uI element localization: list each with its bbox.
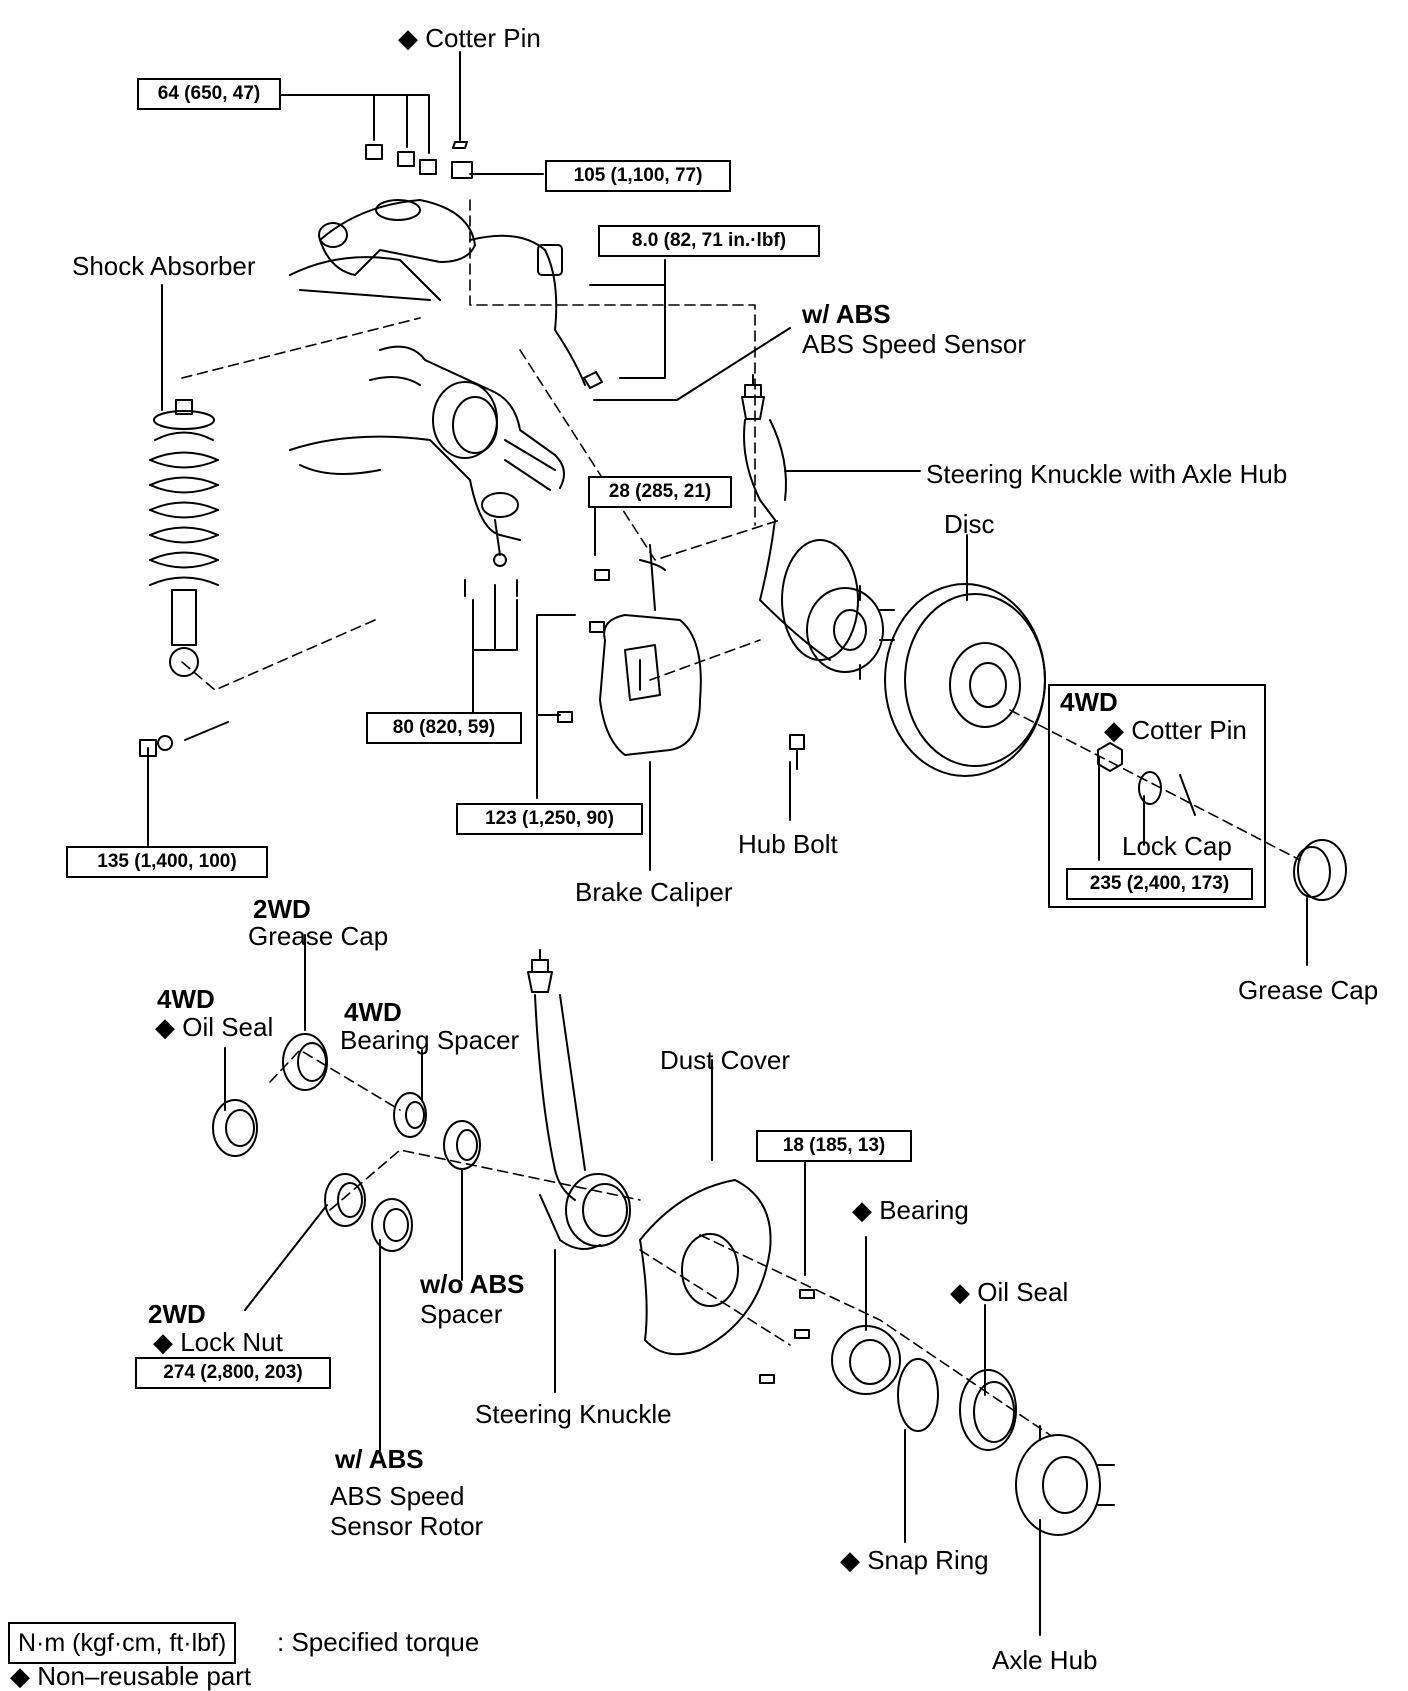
label-lock-nut: ◆ Lock Nut — [153, 1327, 283, 1357]
label-oil-seal-left: ◆ Oil Seal — [155, 1012, 274, 1042]
label-snap-ring: ◆ Snap Ring — [840, 1545, 989, 1575]
torque-274: 274 (2,800, 203) — [135, 1357, 331, 1389]
knuckle-with-hub — [741, 374, 895, 770]
shock-absorber — [139, 399, 229, 757]
label-disc: Disc — [944, 509, 995, 539]
label-bearing: ◆ Bearing — [852, 1195, 969, 1225]
torque-123: 123 (1,250, 90) — [456, 803, 643, 835]
label-grease-cap-left: Grease Cap — [248, 921, 389, 951]
label-dust-cover: Dust Cover — [660, 1045, 791, 1075]
label-hub-bolt: Hub Bolt — [738, 829, 838, 859]
torque-18: 18 (185, 13) — [756, 1130, 912, 1162]
label-abs-rotor-line1: ABS Speed — [330, 1481, 465, 1511]
label-axle-hub: Axle Hub — [992, 1645, 1098, 1675]
brake-caliper — [557, 544, 702, 756]
torque-28: 28 (285, 21) — [588, 476, 732, 508]
label-4wd-box-title: 4WD — [1060, 687, 1118, 717]
disc-rotor — [884, 583, 1046, 777]
label-w-abs-sensor: w/ ABS — [802, 299, 891, 329]
legend-torque-desc: : Specified torque — [277, 1627, 480, 1657]
fourwd-box — [1048, 684, 1266, 908]
label-spacer: Spacer — [420, 1299, 503, 1329]
label-lock-cap: Lock Cap — [1122, 831, 1232, 861]
label-steering-knuckle-axle-hub: Steering Knuckle with Axle Hub — [926, 459, 1288, 489]
legend-torque-unit: N·m (kgf·cm, ft·lbf) — [8, 1622, 237, 1664]
torque-8: 8.0 (82, 71 in.·lbf) — [598, 225, 820, 257]
label-cotter-pin-4wd: ◆ Cotter Pin — [1104, 715, 1247, 745]
label-oil-seal-right: ◆ Oil Seal — [950, 1277, 1069, 1307]
label-abs-speed-sensor: ABS Speed Sensor — [802, 329, 1027, 359]
leader-lines — [147, 51, 1308, 1636]
grease-cap-right-part — [1293, 839, 1347, 901]
label-bearing-spacer: Bearing Spacer — [340, 1025, 520, 1055]
label-brake-caliper: Brake Caliper — [575, 877, 733, 907]
torque-235: 235 (2,400, 173) — [1066, 868, 1253, 900]
legend-nonreusable: ◆ Non–reusable part — [10, 1661, 252, 1691]
label-2wd-lock-nut: 2WD — [148, 1299, 206, 1329]
label-abs-rotor-line2: Sensor Rotor — [330, 1511, 484, 1541]
label-wo-abs: w/o ABS — [420, 1269, 525, 1299]
label-4wd-bearing-spacer: 4WD — [344, 997, 402, 1027]
lower-exploded-view — [212, 949, 1115, 1545]
torque-80: 80 (820, 59) — [366, 712, 522, 744]
fourwd-parts — [1097, 742, 1196, 816]
lower-arm-and-driveshaft — [289, 345, 565, 602]
label-4wd-oil-seal: 4WD — [157, 984, 215, 1014]
torque-135: 135 (1,400, 100) — [66, 846, 268, 878]
label-shock-absorber: Shock Absorber — [72, 251, 256, 281]
torque-105: 105 (1,100, 77) — [545, 160, 731, 192]
upper-arm — [289, 141, 603, 389]
label-w-abs-rotor: w/ ABS — [335, 1444, 424, 1474]
label-steering-knuckle: Steering Knuckle — [475, 1399, 672, 1429]
label-2wd-grease-cap: 2WD — [253, 894, 311, 924]
label-grease-cap-right: Grease Cap — [1238, 975, 1379, 1005]
torque-64: 64 (650, 47) — [137, 78, 281, 110]
label-cotter-pin-top: ◆ Cotter Pin — [398, 23, 541, 53]
